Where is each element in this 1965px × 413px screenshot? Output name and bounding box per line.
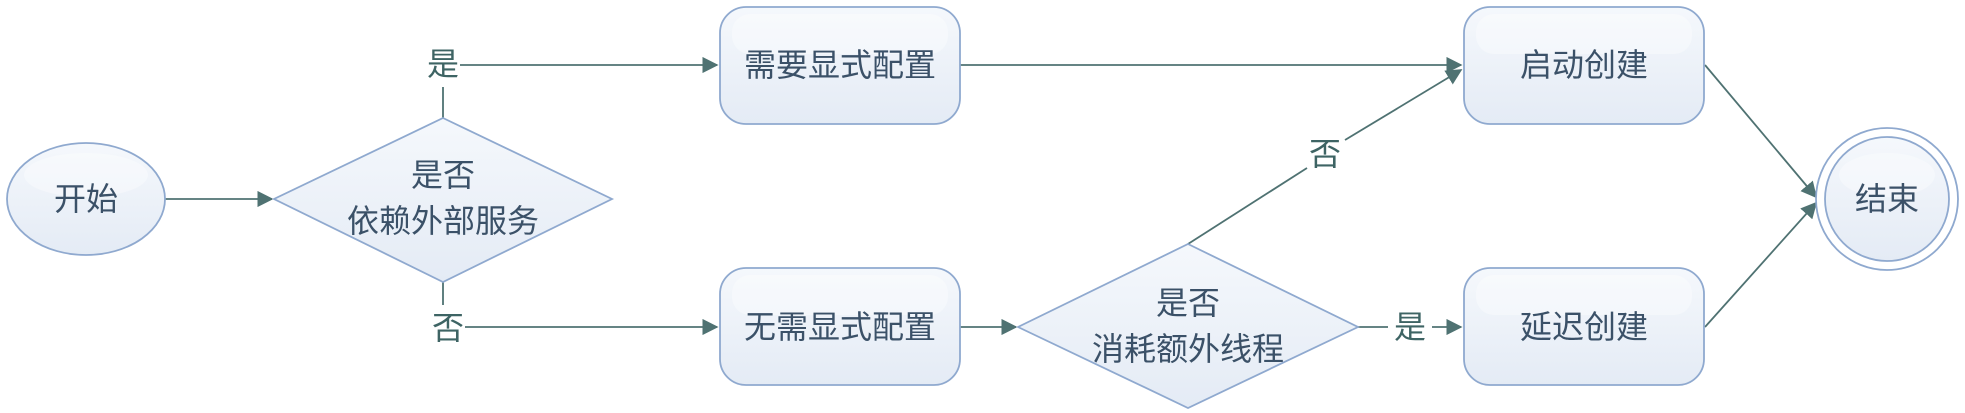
node-end-label: 结束 bbox=[1855, 180, 1919, 218]
decision-external-line2: 依赖外部服务 bbox=[347, 202, 539, 240]
edge-thread-decision-up-segment bbox=[1187, 167, 1308, 245]
edge-create-on-start-to-end bbox=[1704, 64, 1818, 199]
edge-thread-no-to-create-on-start bbox=[1344, 69, 1463, 141]
decision-thread-line2: 消耗额外线程 bbox=[1092, 330, 1284, 368]
node-end: 结束 bbox=[1815, 127, 1959, 271]
node-decision-thread: 是否 消耗额外线程 bbox=[1015, 242, 1361, 409]
node-lazy-create: 延迟创建 bbox=[1463, 267, 1705, 386]
edge-labels: 是 否 否 是 bbox=[427, 45, 1426, 347]
node-no-config-label: 无需显式配置 bbox=[744, 308, 936, 346]
label-thread-yes: 是 bbox=[1394, 308, 1426, 346]
decision-external-line1: 是否 bbox=[411, 156, 475, 194]
node-start: 开始 bbox=[6, 142, 166, 256]
node-create-on-start: 启动创建 bbox=[1463, 6, 1705, 125]
node-need-config-label: 需要显式配置 bbox=[744, 46, 936, 84]
node-start-label: 开始 bbox=[54, 180, 118, 218]
label-external-yes: 是 bbox=[427, 45, 459, 83]
decision-thread-line1: 是否 bbox=[1156, 284, 1220, 322]
node-lazy-create-label: 延迟创建 bbox=[1520, 308, 1648, 346]
label-external-no: 否 bbox=[432, 309, 464, 347]
node-decision-external: 是否 依赖外部服务 bbox=[271, 117, 615, 284]
label-thread-no: 否 bbox=[1309, 135, 1341, 173]
node-no-config: 无需显式配置 bbox=[719, 267, 961, 386]
node-create-on-start-label: 启动创建 bbox=[1520, 46, 1648, 84]
edge-lazy-create-to-end bbox=[1704, 201, 1818, 328]
node-need-config: 需要显式配置 bbox=[719, 6, 961, 125]
edges bbox=[165, 56, 1818, 336]
